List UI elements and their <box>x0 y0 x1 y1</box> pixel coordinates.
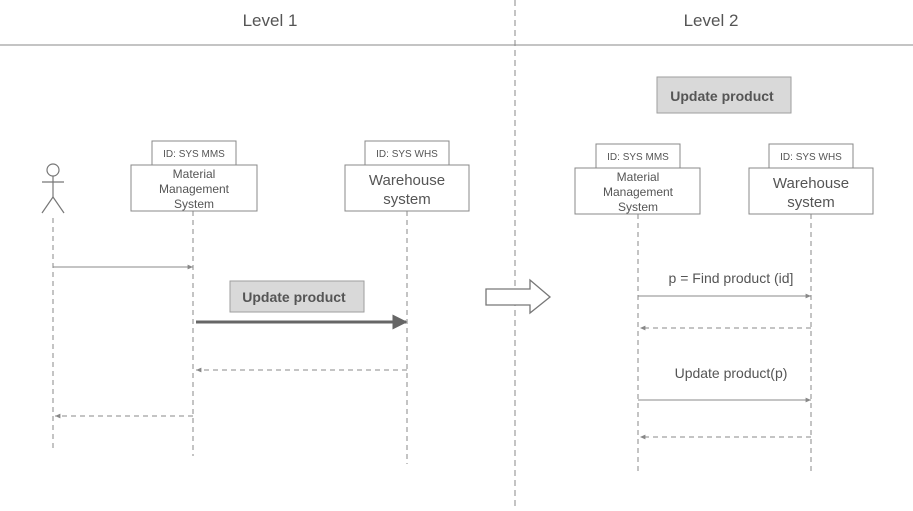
l1-mms-id: ID: SYS MMS <box>163 149 225 160</box>
l1-whs-name-line-1: Warehouse <box>369 172 445 189</box>
l2-mms-box <box>574 167 701 215</box>
l1-note-label: Update product <box>242 289 346 305</box>
l1-mms-name-line-1: Material <box>173 167 216 181</box>
l2-whs-box <box>748 167 874 215</box>
l1-mms-name-line-3: System <box>174 197 214 211</box>
l2-note-label: Update product <box>670 88 774 104</box>
l2-msg-update-label: Update product(p) <box>675 365 788 381</box>
l1-whs-box <box>344 164 470 212</box>
l1-whs-id-tag <box>364 140 450 166</box>
l2-mms-name-line-3: System <box>618 200 658 214</box>
l2-mms-name-line-1: Material <box>617 170 660 184</box>
l1-note-box <box>229 280 365 313</box>
level-2-title: Level 2 <box>684 11 739 30</box>
actor-icon <box>41 163 65 214</box>
l1-whs-name-line-2: system <box>383 191 431 208</box>
l2-msg-find-label: p = Find product (id] <box>669 270 794 286</box>
l2-whs-id: ID: SYS WHS <box>780 152 842 163</box>
l1-whs-id: ID: SYS WHS <box>376 149 438 160</box>
l1-mms-box <box>130 164 258 212</box>
l2-mms-id-tag <box>595 143 681 169</box>
l2-note-box <box>656 76 792 114</box>
l2-mms-name-line-2: Management <box>603 185 674 199</box>
l2-whs-id-tag <box>768 143 854 169</box>
l1-mms-id-tag <box>151 140 237 166</box>
level-1-title: Level 1 <box>243 11 298 30</box>
l2-whs-name-line-2: system <box>787 194 835 211</box>
l1-mms-name-line-2: Management <box>159 182 230 196</box>
l2-mms-id: ID: SYS MMS <box>607 152 669 163</box>
l2-whs-name-line-1: Warehouse <box>773 175 849 192</box>
transition-arrow-icon <box>485 278 552 315</box>
